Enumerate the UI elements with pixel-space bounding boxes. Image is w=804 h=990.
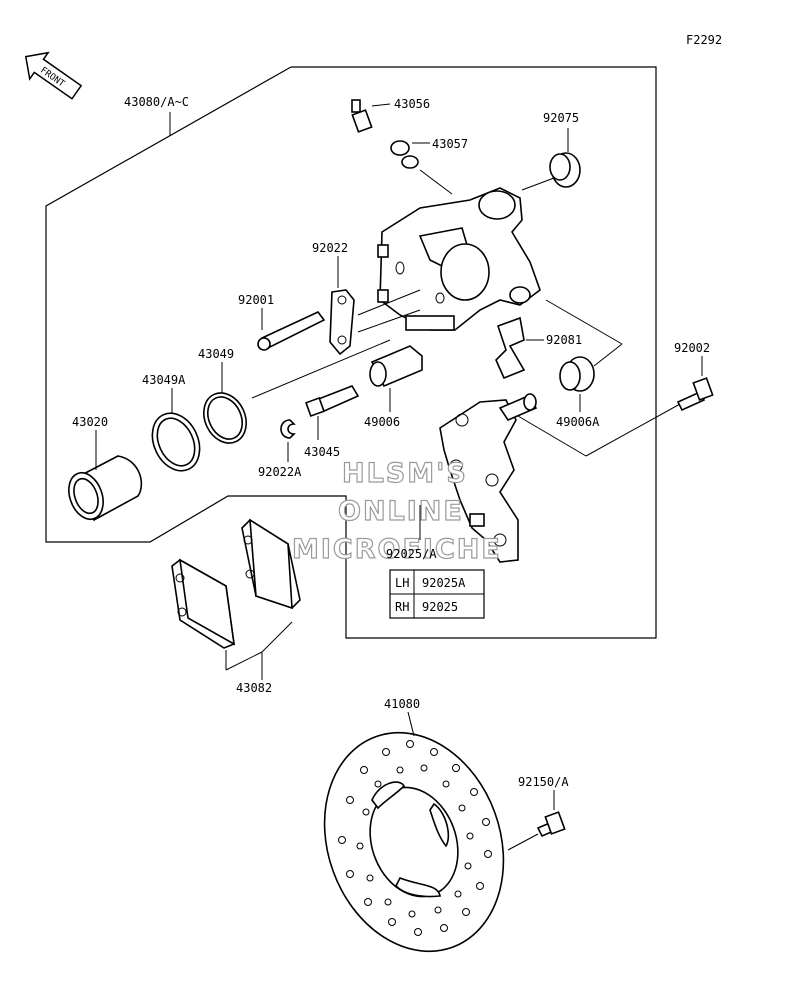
pin-43045: [305, 385, 360, 440]
svg-text:MICROFICHE: MICROFICHE: [292, 534, 502, 565]
label-92150A: 92150/A: [518, 775, 569, 789]
boot-49006A: [559, 356, 595, 412]
label-43049: 43049: [198, 347, 234, 361]
label-43045: 43045: [304, 445, 340, 459]
boot-92075: [549, 128, 581, 188]
figure-code: F2292: [686, 33, 722, 47]
brake-pads: [171, 518, 301, 680]
row-rh-side: RH: [395, 600, 409, 614]
label-92022: 92022: [312, 241, 348, 255]
boot-49006: [369, 345, 423, 412]
label-43049A: 43049A: [142, 373, 186, 387]
front-arrow-icon: FRONT: [24, 51, 83, 100]
label-92081: 92081: [546, 333, 582, 347]
label-43082: 43082: [236, 681, 272, 695]
leader-92022-body: [357, 289, 421, 316]
bleeder-cap: [390, 140, 430, 169]
leader-92081-body: [545, 299, 623, 345]
pin-92001: [257, 308, 326, 351]
label-41080: 41080: [384, 697, 420, 711]
leader-boot-body: [521, 177, 555, 191]
pad-spring-92022: [329, 256, 355, 356]
leader-92081-49006A: [593, 343, 623, 367]
label-43057: 43057: [432, 137, 468, 151]
label-49006: 49006: [364, 415, 400, 429]
row-lh-side: LH: [395, 576, 409, 590]
label-92001: 92001: [238, 293, 274, 307]
label-43020: 43020: [72, 415, 108, 429]
piston-43020: [68, 430, 143, 522]
label-92002: 92002: [674, 341, 710, 355]
watermark: HLSM'S ONLINE MICROFICHE: [291, 457, 502, 565]
label-92025A: 92025/A: [386, 547, 437, 561]
caliper-bracket: [439, 393, 538, 563]
clip-92022A: [280, 419, 296, 462]
row-lh-part: 92025A: [422, 576, 466, 590]
label-49006A: 49006A: [556, 415, 600, 429]
label-92022A: 92022A: [258, 465, 302, 479]
label-43056: 43056: [394, 97, 430, 111]
leader-bracket-bolt: [517, 415, 587, 457]
brake-disc: [323, 711, 505, 953]
leader-cap-body: [419, 169, 453, 195]
caliper-body: [377, 187, 541, 331]
pad-spring-92081: [495, 316, 544, 380]
caliper-assembly-outline: [45, 66, 657, 639]
bleed-valve: [351, 99, 391, 133]
bolt-92002: [676, 356, 714, 412]
side-table: LH 92025A RH 92025: [389, 569, 485, 619]
dust-seal-43049A: [151, 388, 201, 472]
piston-seal-43049: [203, 362, 247, 444]
leader-bolt-92002: [585, 403, 681, 457]
label-43080: 43080/A~C: [124, 95, 189, 109]
leader-92022-body-2: [357, 309, 421, 333]
bolt-92150A: [507, 790, 566, 851]
label-92075: 92075: [543, 111, 579, 125]
row-rh-part: 92025: [422, 600, 458, 614]
svg-text:HLSM'S: HLSM'S: [342, 458, 468, 489]
svg-text:ONLINE: ONLINE: [338, 496, 464, 527]
piston-axis-line: [251, 339, 391, 399]
part-labels: 43080/A~C 43056 43057 92075 92022 92001 …: [72, 95, 710, 789]
